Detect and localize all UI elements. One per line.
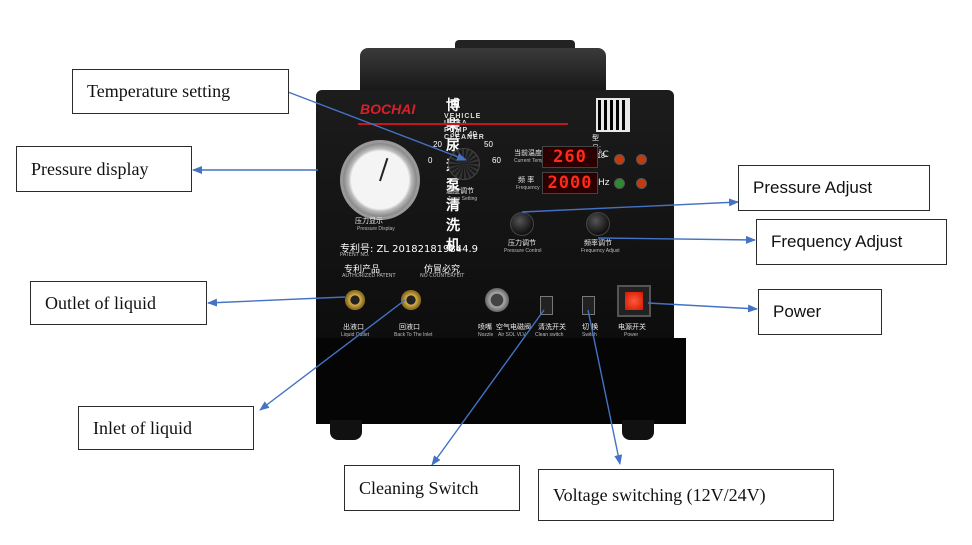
frequency-label-en: Frequency: [516, 185, 540, 191]
clean-switch-label-cn: 清洗开关: [538, 323, 566, 331]
dial-number-40: 40: [468, 130, 477, 139]
liquid-outlet-fitting[interactable]: [345, 290, 365, 310]
power-switch[interactable]: [617, 285, 651, 317]
authorized-patent-en: AUTHORIZED PATENT: [342, 273, 396, 279]
current-temp-label-en: Current Temp: [514, 158, 545, 164]
dial-number-0: 0: [428, 156, 433, 165]
callout-temperature-setting: Temperature setting: [72, 69, 289, 114]
air-sol-label-en: Air SOL VLV: [498, 332, 526, 338]
arrow-outlet-of-liquid: [207, 296, 346, 307]
frequency-adjust-knob[interactable]: [586, 212, 610, 236]
callout-inlet-of-liquid: Inlet of liquid: [78, 406, 254, 450]
patent-no-label: PATENT NO.: [340, 252, 370, 258]
arrow-frequency-adjust: [597, 235, 756, 244]
pressure-control-label-cn: 压力调节: [508, 239, 536, 247]
power-label-cn: 电源开关: [618, 323, 646, 331]
machine-top-shell: [360, 48, 606, 94]
patent-number: 专利号: ZL 201821819844.9: [340, 244, 479, 255]
callout-pressure-adjust-text: Pressure Adjust: [753, 178, 873, 197]
callout-power: Power: [758, 289, 882, 335]
callout-power-text: Power: [773, 302, 822, 321]
no-counterfeit-cn: 仿冒必究: [424, 265, 461, 275]
frequency-adjust-label-en: Frequency Adjust: [581, 248, 620, 254]
outlet-label-cn: 出液口: [343, 323, 364, 331]
temperature-readout: 260: [542, 146, 598, 168]
callout-pressure-display-text: Pressure display: [31, 158, 149, 179]
callout-voltage-switching: Voltage switching (12V/24V): [538, 469, 834, 521]
pressure-display-label-en: Pressure Display: [357, 226, 395, 232]
nozzle-label-cn: 喷嘴: [478, 323, 492, 331]
callout-pressure-adjust: Pressure Adjust: [738, 165, 930, 211]
arrow-cleaning-switch: [431, 309, 545, 466]
title-underline: [358, 123, 568, 125]
power-label-en: Power: [624, 332, 639, 338]
callout-outlet-of-liquid: Outlet of liquid: [30, 281, 207, 325]
indicator-light: [636, 154, 647, 165]
callout-frequency-adjust: Frequency Adjust: [756, 219, 947, 265]
indicator-light: [614, 178, 625, 189]
pressure-adjust-knob[interactable]: [510, 212, 534, 236]
frequency-unit: Hz: [598, 178, 610, 188]
power-switch-lamp: [625, 292, 643, 310]
liquid-inlet-fitting[interactable]: [401, 290, 421, 310]
arrow-temperature-setting: [287, 91, 467, 161]
air-sol-label-cn: 空气电磁阀: [496, 323, 531, 331]
callout-cleaning-switch-text: Cleaning Switch: [359, 477, 479, 498]
indicator-light: [614, 154, 625, 165]
frequency-adjust-label-cn: 频率调节: [584, 239, 612, 247]
qr-code-icon: [596, 98, 630, 132]
outlet-label-en: Liquid Outlet: [341, 332, 370, 338]
callout-cleaning-switch: Cleaning Switch: [344, 465, 520, 511]
pressure-control-label-en: Pressure Control: [504, 248, 542, 254]
temp-setting-label-cn: 温度调节: [446, 187, 474, 195]
switch-label-en: Switch: [582, 332, 597, 338]
callout-pressure-display: Pressure display: [16, 146, 192, 192]
arrow-inlet-of-liquid: [259, 299, 406, 411]
inlet-label-en: Back To The Inlet: [394, 332, 433, 338]
machine-base: [316, 338, 686, 424]
dial-number-20: 20: [433, 140, 442, 149]
arrow-power: [647, 302, 758, 313]
switch-label-cn: 切 换: [582, 323, 599, 331]
dial-number-30: 30: [450, 130, 459, 139]
authorized-patent-cn: 专利产品: [344, 265, 381, 275]
air-connector[interactable]: [485, 288, 509, 312]
machine-foot-right: [622, 420, 654, 440]
inlet-label-cn: 回液口: [399, 323, 420, 331]
callout-outlet-of-liquid-text: Outlet of liquid: [45, 292, 156, 313]
brand-logo: BOCHAI: [360, 101, 416, 117]
callout-frequency-adjust-text: Frequency Adjust: [771, 232, 903, 251]
frequency-readout: 2000: [542, 172, 598, 194]
pressure-gauge: [340, 140, 420, 220]
pressure-display-label-cn: 压力显示: [355, 217, 383, 225]
machine-foot-left: [330, 420, 362, 440]
nozzle-label-en: Nozzle: [478, 332, 494, 338]
dial-number-50: 50: [484, 140, 493, 149]
callout-inlet-of-liquid-text: Inlet of liquid: [93, 417, 192, 438]
clean-switch-label-en: Clean switch: [535, 332, 564, 338]
indicator-light: [636, 178, 647, 189]
arrow-pressure-adjust: [521, 198, 739, 213]
dial-number-60: 60: [492, 156, 501, 165]
no-counterfeit-en: NO COUNTERFEIT: [420, 273, 465, 279]
temp-setting-label-en: Temp Setting: [448, 196, 478, 202]
callout-voltage-switching-text: Voltage switching (12V/24V): [553, 484, 766, 505]
frequency-label-cn: 频 率: [518, 176, 535, 184]
temperature-unit: °C: [598, 150, 609, 160]
callout-temperature-setting-text: Temperature setting: [87, 81, 231, 101]
arrow-voltage-switching: [587, 309, 623, 465]
current-temp-label-cn: 当前温度: [514, 149, 542, 157]
